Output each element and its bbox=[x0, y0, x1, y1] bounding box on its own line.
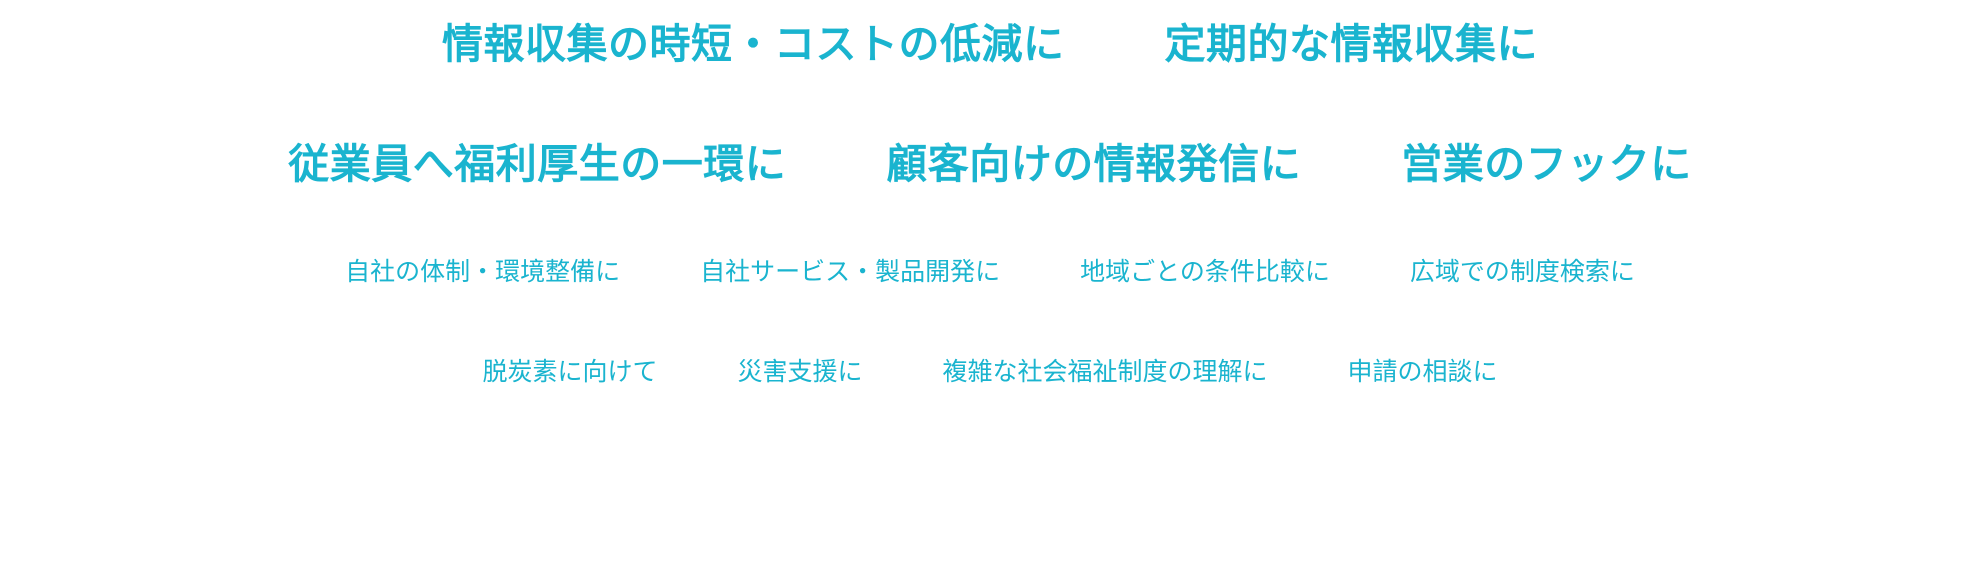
tag-regional-comparison[interactable]: 地域ごとの条件比較に bbox=[1080, 257, 1330, 286]
tag-row-4: 脱炭素に向けて 災害支援に 複雑な社会福祉制度の理解に 申請の相談に bbox=[0, 352, 1980, 388]
tag-regular-info-gathering[interactable]: 定期的な情報収集に bbox=[1164, 20, 1538, 68]
tag-row-1: 情報収集の時短・コストの低減に 定期的な情報収集に bbox=[0, 12, 1980, 68]
tag-time-cost-reduction[interactable]: 情報収集の時短・コストの低減に bbox=[442, 20, 1065, 68]
tag-decarbonization[interactable]: 脱炭素に向けて bbox=[482, 357, 658, 386]
tag-disaster-support[interactable]: 災害支援に bbox=[737, 357, 863, 386]
tag-employee-benefits[interactable]: 従業員へ福利厚生の一環に bbox=[288, 140, 787, 188]
tag-wide-area-search[interactable]: 広域での制度検索に bbox=[1409, 257, 1635, 286]
tag-sales-hook[interactable]: 営業のフックに bbox=[1401, 140, 1692, 188]
tag-social-welfare-understanding[interactable]: 複雑な社会福祉制度の理解に bbox=[942, 357, 1268, 386]
tag-application-consultation[interactable]: 申請の相談に bbox=[1347, 357, 1498, 386]
tag-row-3: 自社の体制・環境整備に 自社サービス・製品開発に 地域ごとの条件比較に 広域での… bbox=[0, 252, 1980, 288]
tag-internal-environment[interactable]: 自社の体制・環境整備に bbox=[345, 257, 621, 286]
tag-product-development[interactable]: 自社サービス・製品開発に bbox=[700, 257, 1001, 286]
tag-customer-info-outreach[interactable]: 顧客向けの情報発信に bbox=[886, 140, 1302, 188]
tag-row-2: 従業員へ福利厚生の一環に 顧客向けの情報発信に 営業のフックに bbox=[0, 132, 1980, 188]
